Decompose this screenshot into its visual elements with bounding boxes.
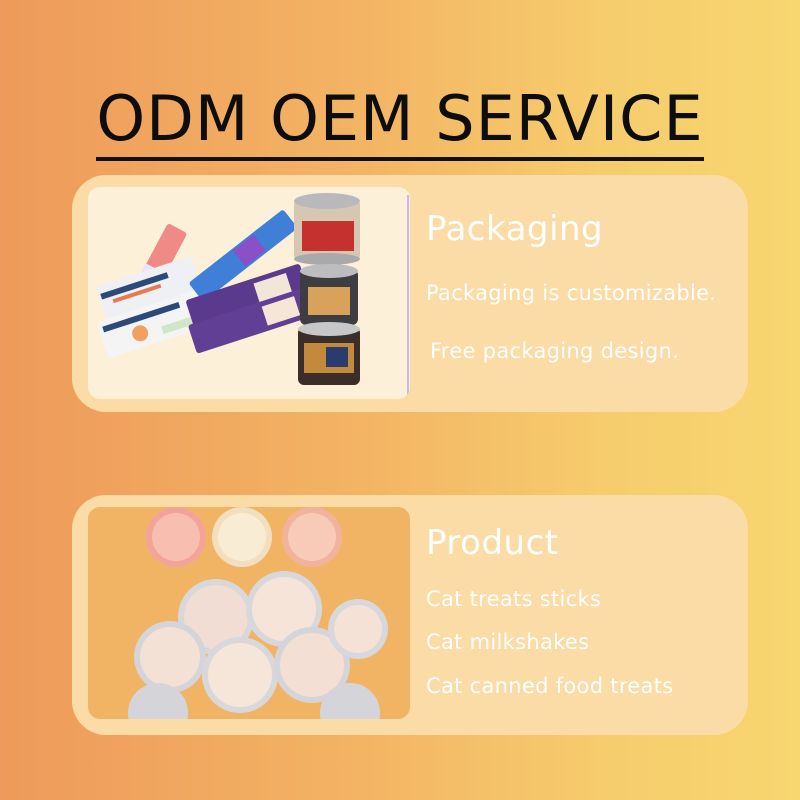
cat-food-can [298, 322, 360, 385]
product-photo [88, 507, 410, 719]
blue-treat-sachet [189, 210, 297, 301]
product-card: Product Cat treats sticks Cat milkshakes… [72, 495, 748, 735]
product-heading: Product [426, 523, 559, 563]
product-line-3: Cat canned food treats [426, 674, 674, 698]
page-title: ODM OEM SERVICE [0, 81, 800, 161]
packaging-line-1: Packaging is customizable. [426, 281, 717, 305]
white-treat-sachet-1 [96, 256, 201, 319]
dog-food-can-1 [294, 193, 360, 265]
product-illustration [88, 507, 410, 719]
dog-food-can-2 [300, 264, 358, 325]
packaging-heading: Packaging [426, 209, 604, 249]
packaging-illustration [88, 187, 410, 399]
packaging-card: Packaging Packaging is customizable. Fre… [72, 175, 748, 412]
purple-treat-sachet-2 [188, 288, 313, 354]
page-title-text: ODM OEM SERVICE [96, 81, 704, 161]
packaging-photo [88, 187, 410, 399]
canned-food-cluster [128, 571, 388, 719]
product-line-1: Cat treats sticks [426, 587, 602, 611]
packaging-line-2: Free packaging design. [430, 339, 680, 363]
product-line-2: Cat milkshakes [426, 630, 590, 654]
